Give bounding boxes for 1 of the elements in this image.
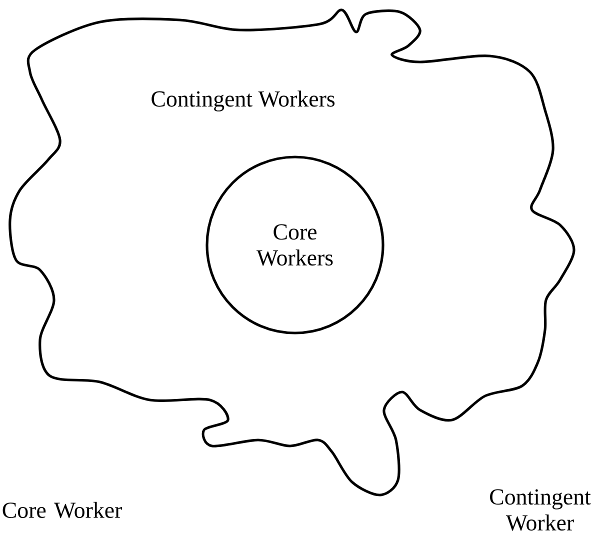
label: Core Worker [2, 502, 122, 518]
